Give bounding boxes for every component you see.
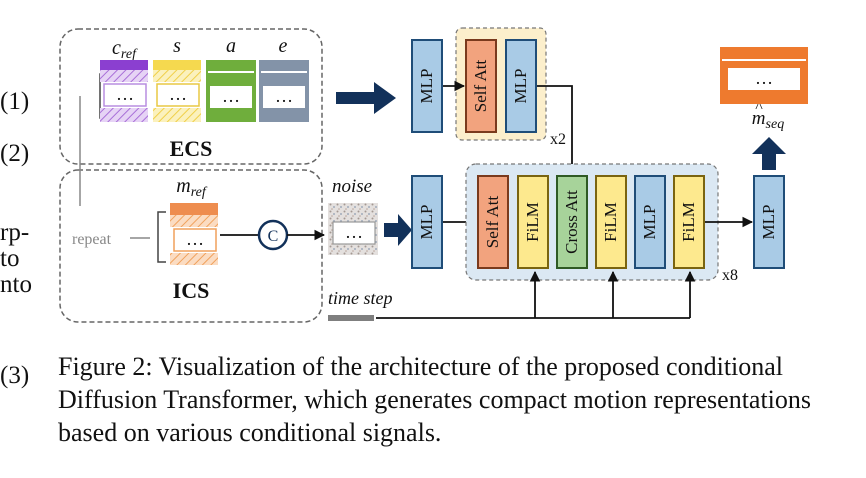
a-ellipsis: … (222, 86, 240, 106)
c-ref-bottom (100, 108, 148, 122)
svg-text:FiLM: FiLM (601, 202, 620, 242)
c-ref-box (103, 83, 147, 107)
ecs-group: ECS cref s a e … … … … (59, 28, 323, 165)
ics-frame (59, 169, 323, 323)
time-step-label: time step (328, 288, 393, 308)
ecs-label: ECS (170, 136, 213, 161)
svg-text:MLP: MLP (417, 205, 436, 240)
ecs-arrow (336, 82, 396, 114)
block-film-2 (595, 175, 627, 269)
s-mid (153, 70, 201, 82)
top-mlp-right (505, 39, 537, 133)
noise-block: noise … (328, 176, 378, 255)
top-self-att (465, 39, 497, 133)
c-ref-label: cref (112, 37, 138, 62)
repeat-label: repeat (72, 231, 112, 248)
concat-symbol: C (268, 228, 279, 245)
c-ref-top (100, 60, 148, 70)
s-label: s (173, 35, 181, 57)
a-label: a (226, 35, 236, 57)
top-to-cross-arrow (537, 85, 578, 178)
svg-text:Cross Att: Cross Att (562, 190, 581, 254)
bottom-branch: MLP x8 Self Att FiLM Cross Att FiLM MLP … (376, 163, 785, 319)
svg-text:FiLM: FiLM (679, 202, 698, 242)
svg-text:MLP: MLP (417, 69, 436, 104)
bottom-mlp-output (753, 175, 785, 269)
s-box (156, 83, 200, 107)
block-mlp (634, 175, 666, 269)
m-ref-bottom (170, 253, 218, 265)
m-ref-top (170, 203, 218, 215)
c-ref-ellipsis: … (116, 84, 134, 104)
svg-text:MLP: MLP (511, 69, 530, 104)
noise-label: noise (332, 176, 372, 197)
output-arrow (752, 137, 786, 170)
cut-text-line-2: to (0, 245, 20, 272)
svg-text:Self Att: Self Att (483, 196, 502, 249)
e-label: e (279, 35, 288, 57)
cut-text-line-1: rp- (0, 219, 30, 246)
e-ellipsis: … (275, 86, 293, 106)
top-mlp-left (411, 39, 443, 133)
figure-caption: Figure 2: Visualization of the architect… (58, 352, 812, 447)
block-self-att (477, 175, 509, 269)
output-label: mseq (752, 108, 784, 132)
svg-text:MLP: MLP (640, 205, 659, 240)
time-step-bar (328, 315, 374, 321)
top-branch: MLP Self Att MLP x2 (411, 27, 578, 178)
block-film-3 (673, 175, 705, 269)
s-ellipsis: … (169, 84, 187, 104)
bottom-repeat: x8 (722, 267, 738, 284)
equation-number-2: (2) (0, 140, 30, 167)
bottom-mlp-input (411, 175, 443, 269)
svg-text:MLP: MLP (759, 205, 778, 240)
equation-number-1: (1) (0, 88, 30, 115)
noise-arrow (384, 214, 412, 246)
equation-number-3: (3) (0, 362, 30, 389)
a-box (210, 86, 252, 108)
s-top (153, 60, 201, 70)
noise-ellipsis: … (345, 222, 363, 242)
ics-bracket (157, 211, 166, 263)
ics-group: ICS mref repeat … C (59, 96, 326, 323)
m-ref-box (173, 228, 217, 252)
block-film-1 (517, 175, 549, 269)
top-repeat: x2 (550, 131, 566, 148)
ics-label: ICS (173, 278, 210, 303)
output-hat: ^ (755, 99, 763, 116)
output-ellipsis: … (755, 68, 773, 88)
c-ref-mid (100, 70, 148, 82)
block-cross-att (556, 175, 588, 269)
s-bottom (153, 108, 201, 122)
e-box (263, 86, 305, 108)
m-ref-mid (170, 215, 218, 227)
cut-text-line-3: nto (0, 271, 32, 298)
m-ref-ellipsis: … (186, 229, 204, 249)
output-group: mseq ^ … (720, 47, 808, 170)
m-ref-label: mref (176, 175, 208, 200)
svg-text:Self Att: Self Att (471, 60, 490, 113)
svg-text:FiLM: FiLM (523, 202, 542, 242)
ecs-frame (59, 28, 323, 165)
